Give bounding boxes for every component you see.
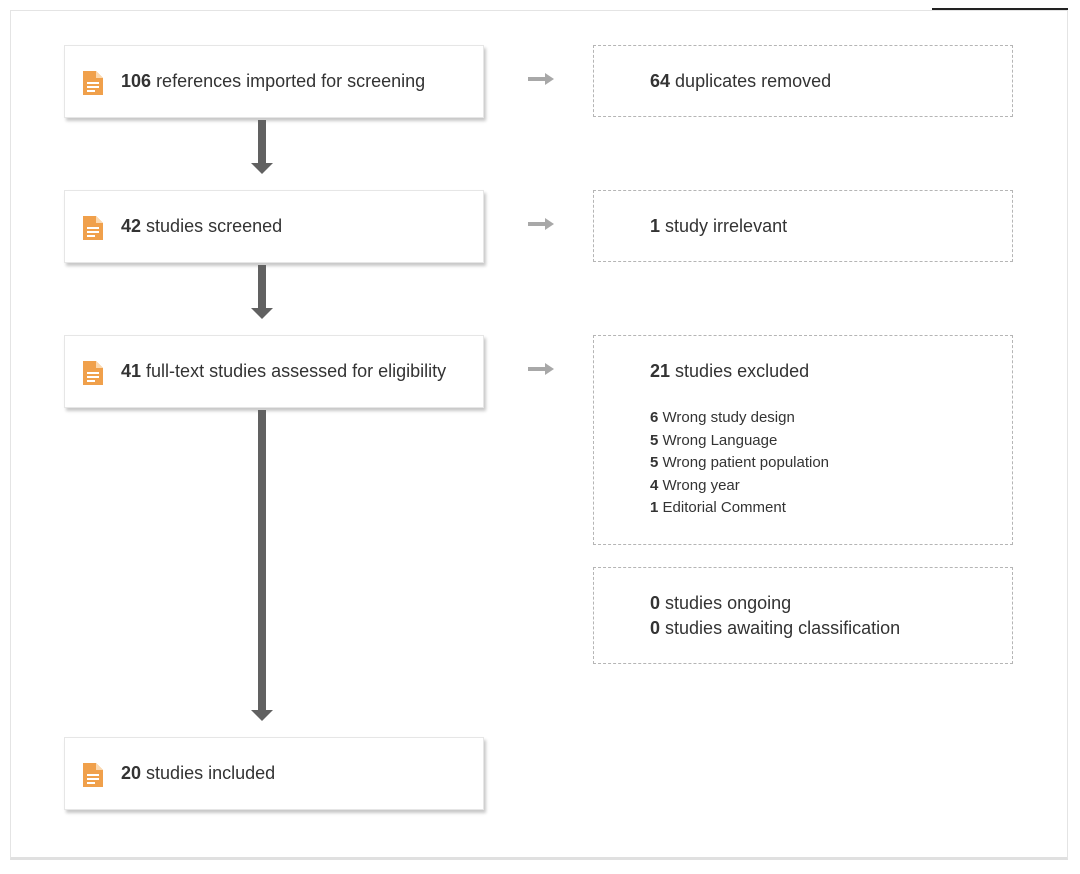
stage-text: 106 references imported for screening	[121, 70, 425, 92]
stage-count: 41	[121, 361, 142, 381]
reason-label: Wrong Language	[662, 431, 778, 449]
reason-count: 1	[650, 499, 659, 516]
stage-count: 106	[121, 71, 152, 91]
ongoing-box: 0 studies ongoing 0 studies awaiting cla…	[593, 567, 1013, 664]
stage-card-imported: 106 references imported for screening	[64, 45, 484, 118]
exclusion-reason: 4 Wrong year	[650, 475, 829, 498]
stage-count: 20	[121, 763, 142, 783]
stage-text: 42 studies screened	[121, 215, 282, 237]
reason-label: Editorial Comment	[662, 499, 786, 516]
top-rule	[932, 8, 1068, 10]
irrelevant-label: study irrelevant	[665, 216, 788, 236]
exclusion-reason: 1 Editorial Comment	[650, 497, 829, 520]
document-icon	[83, 361, 103, 385]
reason-count: 4	[650, 476, 659, 494]
arrow-down-icon	[251, 265, 273, 319]
exclusion-reasons-list: 6 Wrong study design 5 Wrong Language 5 …	[650, 407, 829, 520]
reason-count: 6	[650, 409, 659, 426]
document-icon	[83, 71, 103, 95]
excluded-label: studies excluded	[675, 361, 810, 381]
document-icon	[83, 763, 103, 787]
stage-card-full-text: 41 full-text studies assessed for eligib…	[64, 335, 484, 408]
ongoing-label: studies ongoing	[665, 593, 792, 613]
arrow-down-icon	[251, 120, 273, 174]
stage-count: 42	[121, 216, 142, 236]
irrelevant-box: 1 study irrelevant	[593, 190, 1013, 262]
excluded-box: 21 studies excluded 6 Wrong study design…	[593, 335, 1013, 545]
stage-card-screened: 42 studies screened	[64, 190, 484, 263]
stage-label: studies screened	[146, 216, 283, 236]
exclusion-reason: 5 Wrong Language	[650, 430, 829, 453]
stage-label: studies included	[146, 763, 276, 783]
reason-label: Wrong year	[662, 476, 740, 494]
excluded-text: 21 studies excluded	[650, 360, 809, 382]
irrelevant-count: 1	[650, 216, 661, 236]
duplicates-count: 64	[650, 71, 671, 91]
duplicates-label: duplicates removed	[675, 71, 832, 91]
stage-card-included: 20 studies included	[64, 737, 484, 810]
stage-label: references imported for screening	[156, 71, 426, 91]
irrelevant-text: 1 study irrelevant	[650, 215, 787, 237]
reason-label: Wrong study design	[662, 409, 795, 426]
duplicates-box: 64 duplicates removed	[593, 45, 1013, 117]
document-icon	[83, 216, 103, 240]
stage-text: 41 full-text studies assessed for eligib…	[121, 360, 446, 382]
arrow-right-icon	[528, 218, 554, 230]
ongoing-text: 0 studies ongoing	[650, 592, 791, 614]
reason-count: 5	[650, 454, 659, 471]
stage-label: full-text studies assessed for eligibili…	[146, 361, 447, 381]
awaiting-count: 0	[650, 618, 661, 638]
arrow-right-icon	[528, 363, 554, 375]
excluded-count: 21	[650, 361, 671, 381]
reason-count: 5	[650, 431, 659, 449]
reason-label: Wrong patient population	[662, 454, 830, 471]
duplicates-text: 64 duplicates removed	[650, 70, 831, 92]
exclusion-reason: 5 Wrong patient population	[650, 452, 829, 475]
ongoing-count: 0	[650, 593, 661, 613]
arrow-down-icon	[251, 410, 273, 721]
arrow-right-icon	[528, 73, 554, 85]
awaiting-text: 0 studies awaiting classification	[650, 617, 900, 639]
exclusion-reason: 6 Wrong study design	[650, 407, 829, 430]
awaiting-label: studies awaiting classification	[665, 618, 901, 638]
stage-text: 20 studies included	[121, 762, 275, 784]
